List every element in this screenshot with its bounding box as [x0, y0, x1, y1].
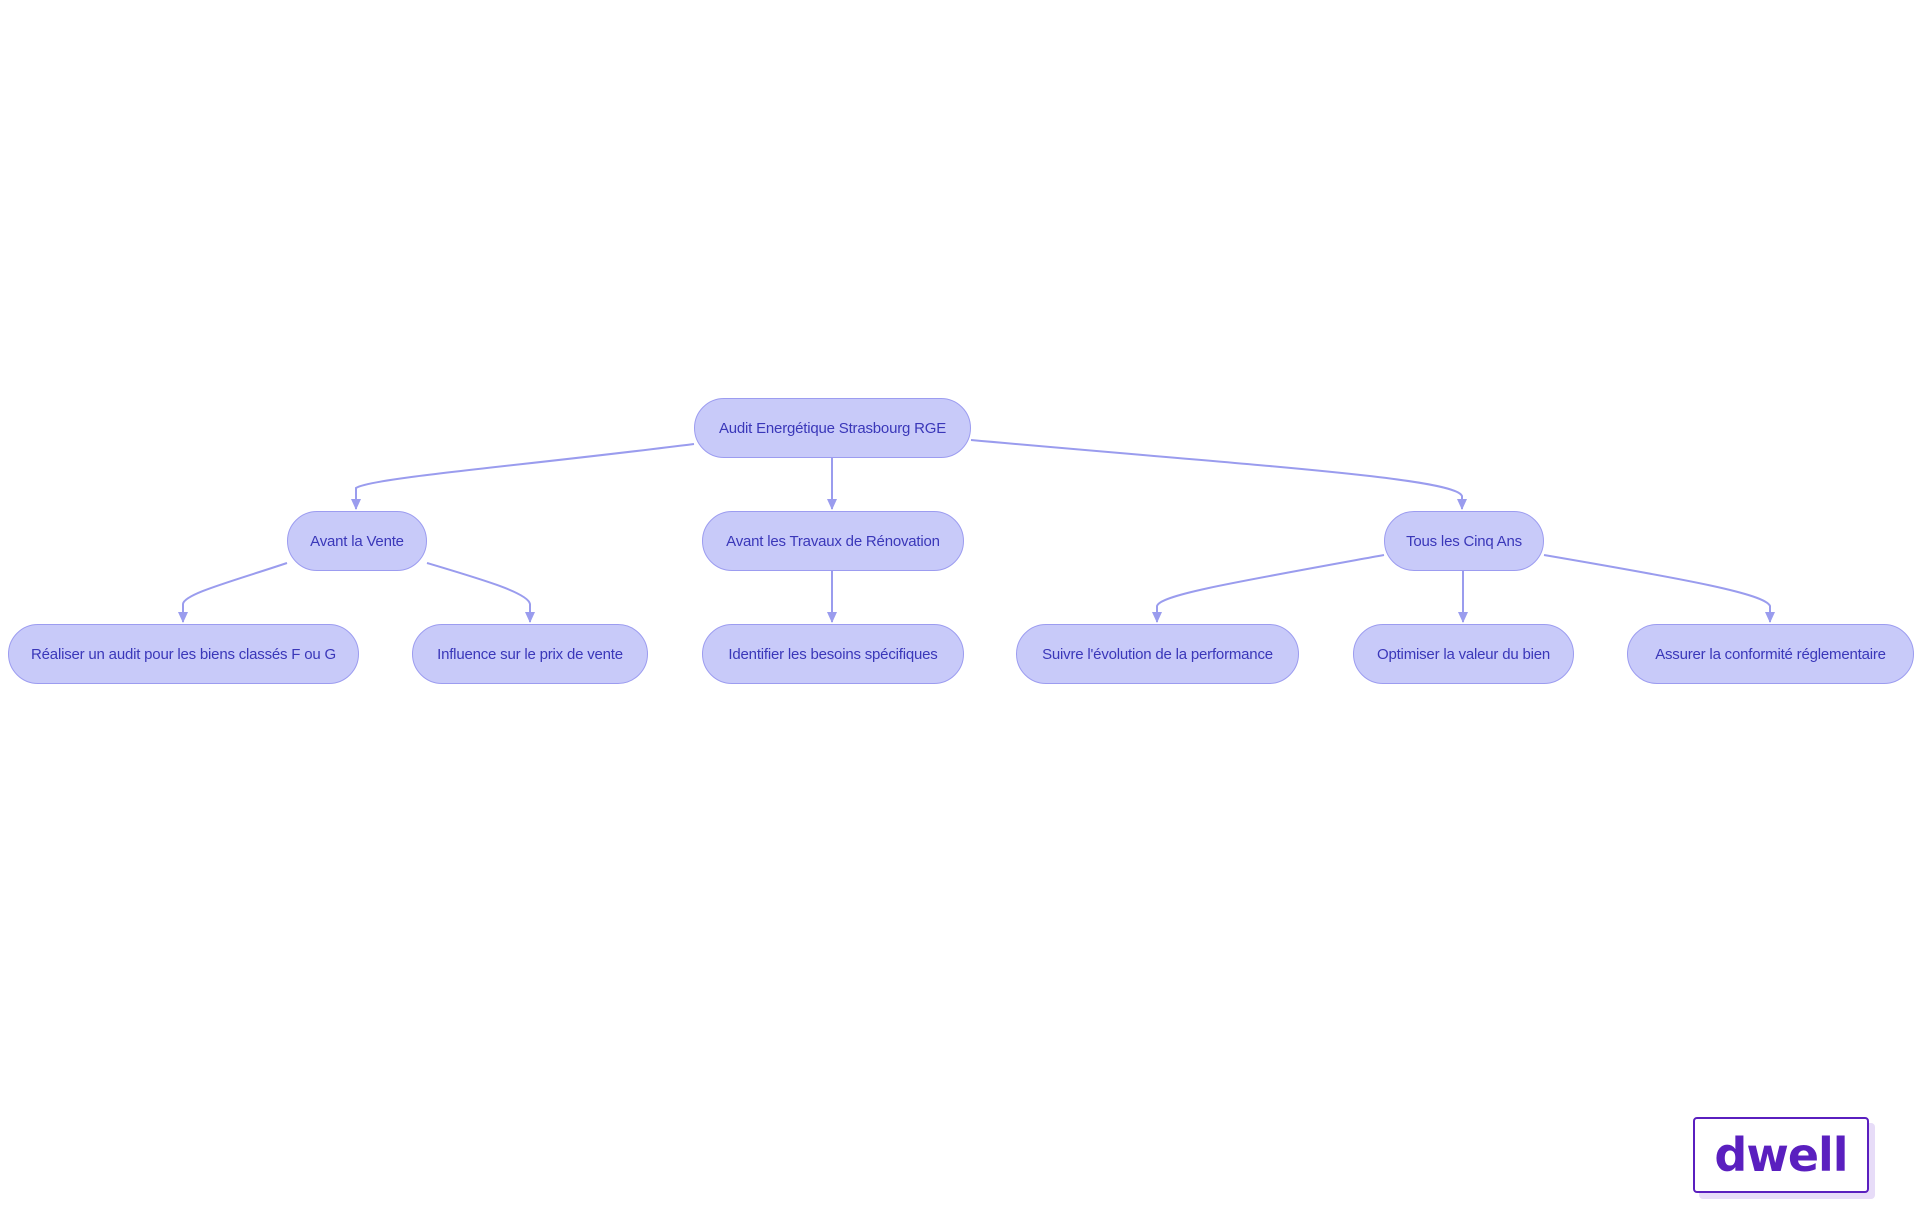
- dwell-logo: dwell: [1693, 1117, 1869, 1193]
- edge-root-to-cinq: [970, 439, 1467, 510]
- edge-cinq-to-conformite: [1543, 554, 1775, 623]
- edge-root-to-vente: [351, 443, 695, 510]
- node-conformite-reglementaire: Assurer la conformité réglementaire: [1627, 624, 1914, 684]
- node-avant-la-vente: Avant la Vente: [287, 511, 427, 571]
- node-influence-prix-vente: Influence sur le prix de vente: [412, 624, 648, 684]
- edge-vente-to-prix: [426, 562, 535, 623]
- logo-text: dwell: [1714, 1128, 1848, 1182]
- node-besoins-specifiques: Identifier les besoins spécifiques: [702, 624, 964, 684]
- node-evolution-performance: Suivre l'évolution de la performance: [1016, 624, 1299, 684]
- node-audit-biens-f-g: Réaliser un audit pour les biens classés…: [8, 624, 359, 684]
- node-tous-les-cinq-ans: Tous les Cinq Ans: [1384, 511, 1544, 571]
- edge-cinq-to-evolution: [1152, 554, 1385, 623]
- node-valeur-du-bien: Optimiser la valeur du bien: [1353, 624, 1574, 684]
- edge-vente-to-audit-fg: [178, 562, 288, 623]
- node-root-audit-energetique: Audit Energétique Strasbourg RGE: [694, 398, 971, 458]
- node-avant-les-travaux: Avant les Travaux de Rénovation: [702, 511, 964, 571]
